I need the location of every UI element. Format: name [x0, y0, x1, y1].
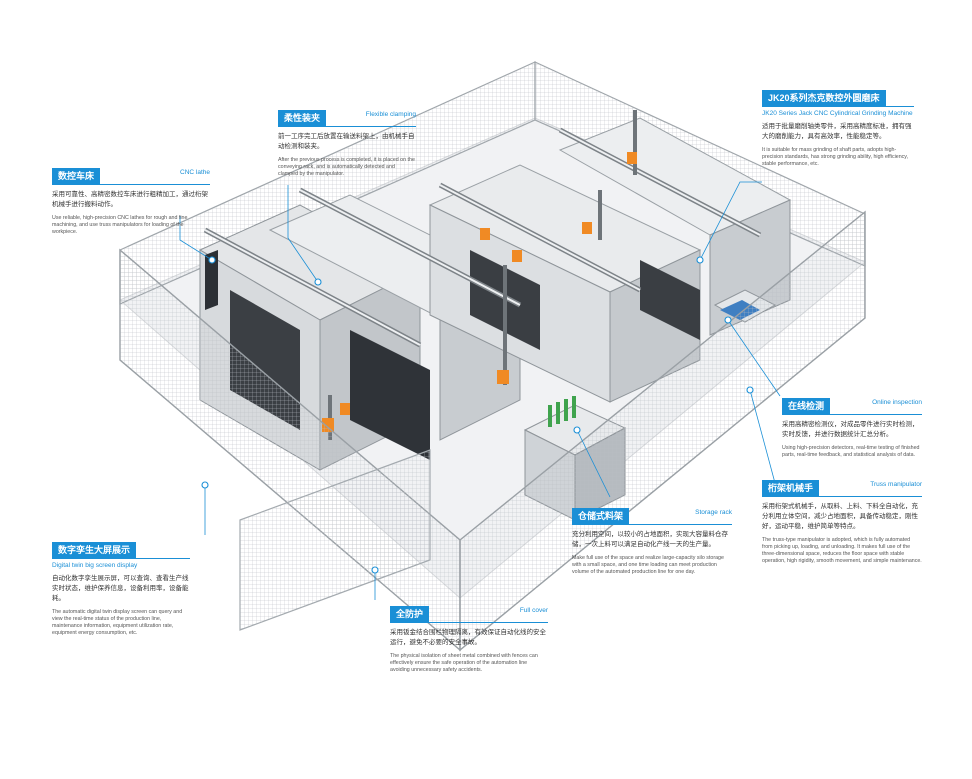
callout-desc-zh: 采用可靠性、高精密数控车床进行粗精加工，通过桁架机械手进行搬料动作。	[52, 191, 208, 208]
callout-desc-zh: 自动化数字孪生展示屏，可以查询、查看生产线实时状态，维护保养信息，设备利用率，设…	[52, 575, 189, 602]
callout-subtitle-en: JK20 Series Jack CNC Cylindrical Grindin…	[762, 110, 913, 117]
callout-flexible-clamping: 柔性装夹 Flexible clamping 前一工序完工后放置在输送料架上，由…	[278, 108, 416, 178]
callout-desc-zh: 前一工序完工后放置在输送料架上，由机械手自动检测和装夹。	[278, 133, 415, 150]
callout-desc-en: Using high-precision detectors, real-tim…	[782, 445, 920, 458]
digital-twin-screen	[205, 250, 218, 310]
callout-title: 在线检测	[782, 398, 831, 415]
callout-title: 桁架机械手	[762, 480, 820, 497]
callout-divider	[390, 622, 548, 623]
callout-subtitle-en: Digital twin big screen display	[52, 562, 138, 569]
callout-divider	[572, 524, 732, 525]
callout-desc-en: After the previous process is completed,…	[278, 157, 415, 177]
callout-title: 仓储式料架	[572, 508, 630, 525]
callout-divider	[52, 184, 210, 185]
callout-truss-manipulator: 桁架机械手 Truss manipulator 采用桁架式机械手，从取料、上料、…	[762, 478, 922, 565]
callout-anchor-dots	[201, 256, 754, 574]
callout-storage-rack: 仓储式料架 Storage rack 充分利用空间，以较小的占地面积，实现大容量…	[572, 506, 732, 576]
fence-inner-partition	[239, 449, 431, 631]
callout-desc-en: Make full use of the space and realize l…	[572, 555, 724, 575]
callout-leaders	[179, 181, 781, 600]
callout-desc-zh: 充分利用空间，以较小的占地面积，实现大容量料仓存储，一次上料可以满足自动化产线一…	[572, 531, 728, 548]
callout-desc-en: Use reliable, high-precision CNC lathes …	[52, 215, 188, 235]
callout-divider	[782, 414, 922, 415]
callout-desc-en: The physical isolation of sheet metal co…	[390, 653, 538, 673]
callout-desc-zh: 采用桁架式机械手，从取料、上料、下料全自动化，充分利用立体空间，减少占地面积，具…	[762, 503, 918, 530]
callout-title-en: Truss manipulator	[870, 481, 922, 488]
callout-grinding-machine: JK20系列杰克数控外圆磨床 JK20 Series Jack CNC Cyli…	[762, 88, 914, 168]
callout-desc-zh: 适用于批量磨削轴类零件，采用高精度标准，拥有强大的磨削能力，具有高效率，性能稳定…	[762, 123, 912, 140]
callout-title: 数字孪生大屏展示	[52, 542, 137, 559]
callout-cnc-lathe: 数控车床 CNC lathe 采用可靠性、高精密数控车床进行粗精加工，通过桁架机…	[52, 166, 210, 236]
callout-desc-zh: 采用钣金结合围栏物理隔离，有效保证自动化线的安全运行，避免不必要的安全事故。	[390, 629, 546, 646]
callout-title: JK20系列杰克数控外圆磨床	[762, 90, 886, 107]
callout-desc-en: The truss-type manipulator is adopted, w…	[762, 537, 922, 564]
callout-full-cover: 全防护 Full cover 采用钣金结合围栏物理隔离，有效保证自动化线的安全运…	[390, 604, 548, 674]
callout-title-en: CNC lathe	[180, 169, 210, 176]
callout-title-en: Online inspection	[872, 399, 922, 406]
callout-divider	[762, 496, 922, 497]
callout-desc-en: It is suitable for mass grinding of shaf…	[762, 147, 909, 167]
callout-title: 柔性装夹	[278, 110, 327, 127]
callout-divider	[278, 126, 416, 127]
callout-title-en: Flexible clamping	[365, 111, 416, 118]
callout-title: 全防护	[390, 606, 430, 623]
callout-title-en: Full cover	[519, 607, 548, 614]
callout-digital-twin: 数字孪生大屏展示 Digital twin big screen display…	[52, 540, 190, 637]
callout-title: 数控车床	[52, 168, 101, 185]
callout-online-inspection: 在线检测 Online inspection 采用高精密检测仪，对成品零件进行实…	[782, 396, 922, 459]
truss-gantry-group	[203, 110, 762, 440]
callout-desc-zh: 采用高精密检测仪，对成品零件进行实时检测，实时反馈，并进行数据统计汇总分析。	[782, 421, 919, 438]
callout-desc-en: The automatic digital twin display scree…	[52, 609, 183, 636]
callout-title-en: Storage rack	[695, 509, 732, 516]
